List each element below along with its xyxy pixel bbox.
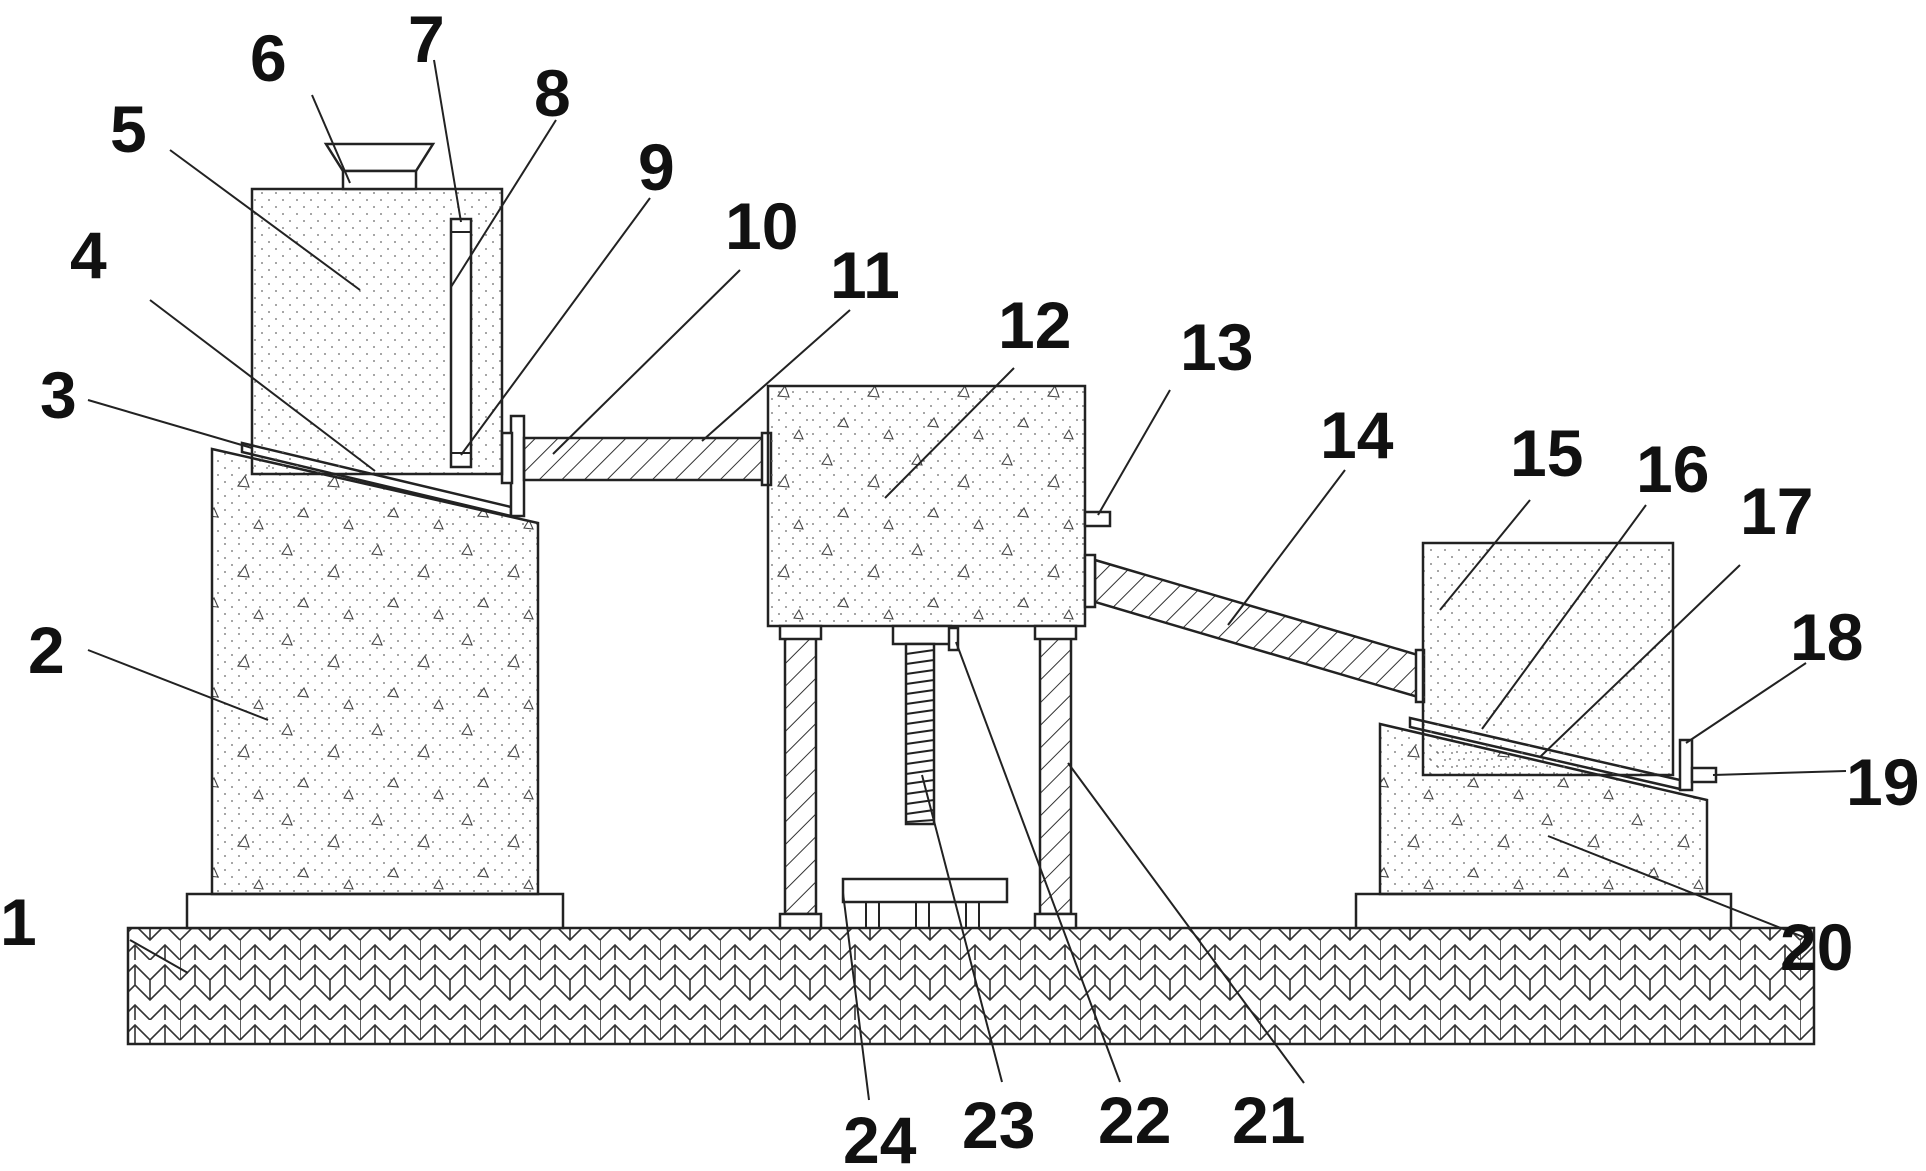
right-stopper [1678, 738, 1694, 792]
feed-inlet-neck [341, 169, 418, 191]
left-leg [783, 636, 818, 916]
sight-window [449, 217, 473, 469]
limit-switch [947, 626, 960, 652]
tray-top [841, 877, 1009, 904]
right-leg-foot [1033, 912, 1078, 930]
label-20: 20 [1780, 910, 1853, 984]
label-10: 10 [725, 189, 798, 263]
left-leg-foot [778, 912, 823, 930]
label-7: 7 [408, 2, 445, 76]
left-support-column [210, 447, 540, 896]
label-22: 22 [1098, 1083, 1171, 1157]
label-1: 1 [0, 885, 37, 959]
bolt [1690, 766, 1718, 784]
screw-mount [891, 624, 953, 646]
screw-thread [905, 649, 935, 823]
label-21: 21 [1232, 1083, 1305, 1157]
label-9: 9 [638, 130, 675, 204]
lower-pipe-flange-left [1083, 553, 1097, 609]
valve [1083, 510, 1112, 528]
label-6: 6 [250, 21, 287, 95]
label-13: 13 [1180, 310, 1253, 384]
right-leg [1038, 636, 1073, 916]
tray-legs [865, 902, 980, 928]
lower-connecting-pipe [1093, 558, 1420, 699]
left-foot-pad [185, 892, 565, 930]
label-8: 8 [534, 56, 571, 130]
label-11: 11 [830, 238, 900, 312]
label-17: 17 [1740, 474, 1813, 548]
leader-lines [87, 59, 1847, 1101]
base-plate [126, 926, 1816, 1046]
left-leg-top [778, 624, 823, 641]
label-23: 23 [962, 1088, 1035, 1162]
label-14: 14 [1320, 398, 1394, 472]
label-16: 16 [1636, 432, 1709, 506]
label-2: 2 [28, 613, 65, 687]
label-15: 15 [1510, 416, 1583, 490]
label-5: 5 [110, 92, 147, 166]
right-leg-top [1033, 624, 1078, 641]
label-4: 4 [70, 218, 107, 292]
upper-connecting-pipe [522, 436, 766, 482]
label-24: 24 [843, 1103, 917, 1171]
processing-box [766, 384, 1087, 628]
right-container [1421, 541, 1675, 777]
label-12: 12 [998, 288, 1071, 362]
left-stopper-cap [500, 431, 514, 485]
label-3: 3 [40, 358, 77, 432]
label-18: 18 [1790, 600, 1863, 674]
label-19: 19 [1846, 745, 1919, 819]
right-foot-pad [1354, 892, 1733, 930]
